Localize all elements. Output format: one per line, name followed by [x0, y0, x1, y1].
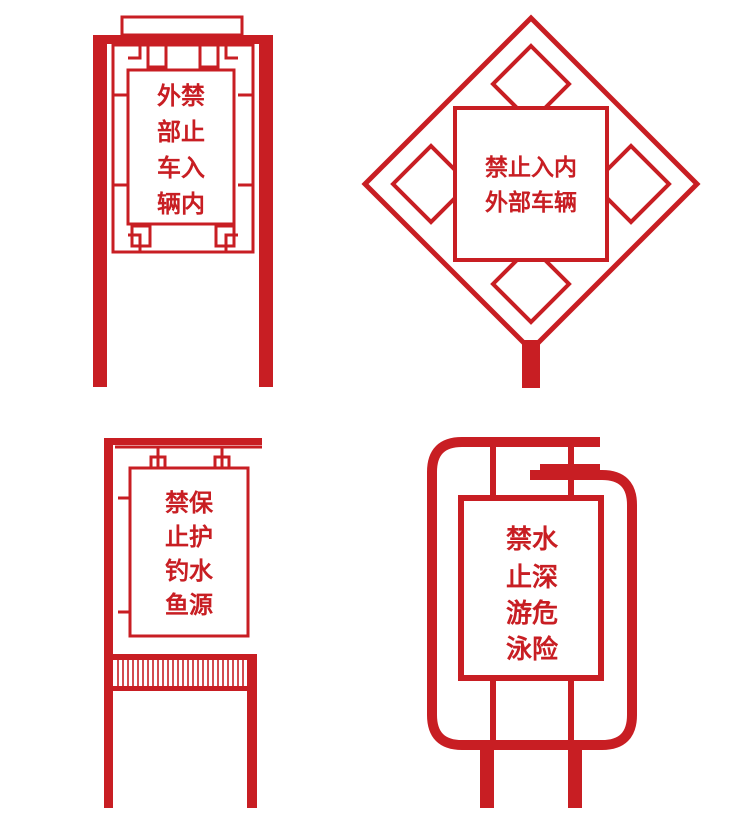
sign-4-deep-water-no-swimming: 禁水 止深 游危 泳险	[427, 437, 637, 808]
sign-1-lattice	[113, 43, 253, 252]
sign-2-line-2: 外部车辆	[485, 189, 577, 216]
sign-1-inner-frame	[111, 43, 255, 254]
sign-3-right-post	[247, 654, 257, 808]
sign-2-no-entry-outside-vehicles: 禁止入内 外部车辆	[361, 14, 701, 388]
sign-4-line-4: 泳险	[506, 634, 559, 665]
sign-4-line-3: 游危	[506, 598, 558, 629]
sign-2-right-diamond	[590, 143, 672, 225]
sign-3-no-fishing: 禁保 止护 钓水 鱼源	[104, 438, 262, 808]
sign-3-line-2: 止护	[165, 523, 213, 551]
sign-4-line-2: 止深	[506, 563, 558, 593]
sign-4-right-post	[568, 742, 582, 808]
sign-1-panel	[126, 68, 236, 226]
sign-1-line-4: 辆内	[157, 190, 205, 218]
sign-3-line-1: 禁保	[165, 489, 214, 517]
sign-1-line-1: 外禁	[157, 82, 205, 110]
sign-4-left-post	[480, 742, 494, 808]
sign-3-line-3: 钓水	[165, 557, 214, 585]
sign-4-outer-frame	[427, 437, 637, 750]
sign-1-crown	[120, 15, 244, 37]
sign-1-line-3: 车入	[157, 154, 205, 182]
sign-1-top-bar	[93, 35, 273, 44]
sign-3-line-4: 鱼源	[165, 591, 213, 619]
sign-4-line-1: 禁水	[506, 525, 559, 555]
sign-1-right-post	[259, 37, 273, 387]
sign-2-outer-diamond	[361, 14, 701, 354]
sign-1-line-2: 部止	[157, 118, 205, 146]
sign-1-left-post	[93, 37, 107, 387]
sign-3-top-bar	[104, 438, 262, 445]
sign-3-left-post	[104, 438, 113, 808]
sign-4-connectors	[490, 442, 600, 745]
sign-3-panel	[128, 466, 250, 638]
sign-2-bottom-diamond	[490, 243, 572, 325]
sign-2-panel	[453, 106, 609, 262]
sign-2-line-1: 禁止入内	[485, 154, 577, 181]
sign-3-railing	[113, 654, 247, 691]
sign-2-post	[522, 340, 540, 388]
sign-1-no-outside-vehicles: 外禁 部止 车入 辆内	[93, 15, 273, 387]
sign-4-panel	[458, 495, 604, 681]
